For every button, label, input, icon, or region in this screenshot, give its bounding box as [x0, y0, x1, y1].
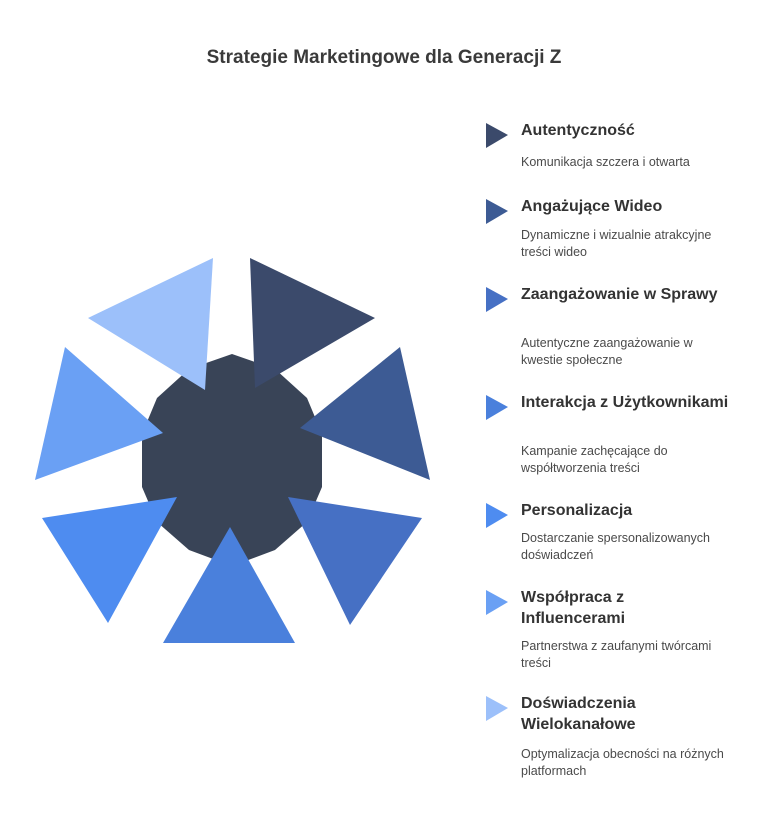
arrow-personalizacja [42, 497, 177, 623]
strategy-diagram [35, 258, 430, 643]
legend-item-title: Zaangażowanie w Sprawy [521, 286, 718, 303]
triangle-marker-icon [486, 199, 508, 224]
legend-item-description: Dynamiczne i wizualnie atrakcyjne treści… [521, 228, 712, 259]
legend-item-title: Autentyczność [521, 122, 635, 139]
triangle-marker-icon [486, 696, 508, 721]
legend-item-title: Współpraca z Influencerami [521, 589, 626, 627]
legend-item-title: Doświadczenia Wielokanałowe [521, 695, 636, 733]
arrow-wspolpraca-z-influencerami [35, 347, 163, 480]
arrow-zaangazowanie-w-sprawy [288, 497, 422, 625]
diagram-title: Strategie Marketingowe dla Generacji Z [206, 47, 562, 68]
legend-item-description: Autentyczne zaangażowanie w kwestie społ… [521, 336, 693, 367]
arrow-doswiadczenia-wielokanalowe [88, 258, 213, 390]
legend-item-description: Optymalizacja obecności na różnych platf… [521, 747, 724, 778]
triangle-marker-icon [486, 287, 508, 312]
arrow-interakcja-z-uzytkownikami [163, 527, 295, 643]
legend-item-description: Partnerstwa z zaufanymi twórcami treści [521, 639, 712, 670]
legend-item-description: Kampanie zachęcające do współtworzenia t… [521, 444, 668, 475]
center-nonagon [142, 354, 322, 566]
triangle-marker-icon [486, 123, 508, 148]
legend-item-description: Dostarczanie spersonalizowanych doświadc… [521, 531, 710, 562]
legend-item-description: Komunikacja szczera i otwarta [521, 155, 690, 169]
legend-item-title: Interakcja z Użytkownikami [521, 394, 729, 411]
arrow-autentycznosc [250, 258, 375, 388]
triangle-marker-icon [486, 503, 508, 528]
arrow-angazujace-wideo [300, 347, 430, 480]
legend-item-title: Personalizacja [521, 502, 633, 519]
triangle-marker-icon [486, 590, 508, 615]
triangle-marker-icon [486, 395, 508, 420]
legend-item-title: Angażujące Wideo [521, 198, 663, 215]
